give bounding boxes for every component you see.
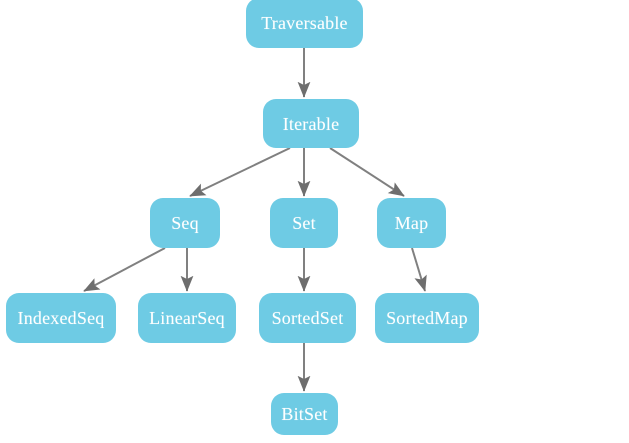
edge-iterable-to-map [329,147,405,197]
node-label-bitset: BitSet [281,404,328,424]
node-label-map: Map [394,213,429,233]
node-set[interactable]: Set [270,198,338,248]
node-label-iterable: Iterable [282,113,340,134]
node-label-set: Set [292,213,316,233]
node-seq[interactable]: Seq [150,198,220,248]
node-label-indexedseq: IndexedSeq [17,308,105,328]
edge-seq-to-indexedseq [83,247,166,292]
node-linearseq[interactable]: LinearSeq [138,293,236,343]
node-label-seq: Seq [171,213,199,233]
node-sortedmap[interactable]: SortedMap [375,293,479,343]
edge-map-to-sortedmap [411,247,427,292]
node-label-sortedset: SortedSet [271,308,344,328]
node-map[interactable]: Map [377,198,446,248]
node-indexedseq[interactable]: IndexedSeq [6,293,116,343]
node-iterable[interactable]: Iterable [263,99,359,148]
node-bitset[interactable]: BitSet [271,393,338,435]
node-label-sortedmap: SortedMap [386,308,468,328]
node-sortedset[interactable]: SortedSet [259,293,356,343]
node-label-traversable: Traversable [261,13,348,33]
edge-iterable-to-seq [189,147,291,197]
node-label-linearseq: LinearSeq [149,308,225,328]
node-traversable[interactable]: Traversable [246,0,363,48]
edges-group [83,48,427,392]
